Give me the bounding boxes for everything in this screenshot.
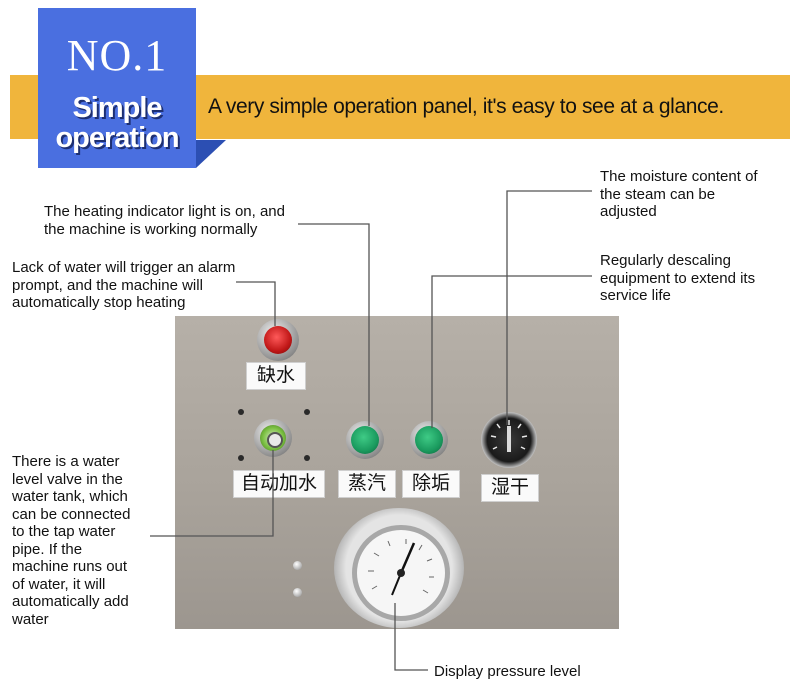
- descale-button-core: [415, 426, 443, 454]
- control-panel: 缺水 自动加水 蒸汽 除垢 湿干: [175, 316, 619, 629]
- label-wet-dry: 湿干: [481, 474, 539, 502]
- steam-button-core: [351, 426, 379, 454]
- screw: [238, 455, 244, 461]
- annotation-heating: The heating indicator light is on, and t…: [44, 203, 285, 238]
- screw: [304, 455, 310, 461]
- rivet: [293, 561, 302, 570]
- label-auto-fill: 自动加水: [233, 470, 325, 498]
- screw: [238, 409, 244, 415]
- annotation-moisture: The moisture content of the steam can be…: [600, 168, 758, 220]
- knob-dial-icon: [490, 420, 528, 452]
- badge-title-line2: operation: [55, 122, 179, 154]
- leader-line-water-alarm: [236, 281, 276, 326]
- badge-title-line1: Simple: [72, 92, 162, 124]
- leader-line-descaling: [431, 275, 592, 428]
- annotation-water-valve: There is a water level valve in the wate…: [12, 453, 131, 628]
- label-descale: 除垢: [402, 470, 460, 498]
- label-water-shortage: 缺水: [246, 362, 306, 390]
- number-badge: [38, 8, 196, 168]
- leader-line-moisture: [506, 190, 592, 425]
- label-steam: 蒸汽: [338, 470, 396, 498]
- annotation-descaling: Regularly descaling equipment to extend …: [600, 252, 756, 304]
- badge-number: NO.1: [66, 31, 168, 80]
- annotation-water-alarm: Lack of water will trigger an alarm prom…: [12, 259, 236, 311]
- leader-line-heating: [298, 223, 370, 426]
- gauge-needle-icon: [368, 539, 434, 596]
- red-lamp-icon: [264, 326, 292, 354]
- badge-fold: [196, 140, 226, 168]
- leader-line-water-valve: [150, 450, 274, 537]
- annotation-pressure: Display pressure level: [434, 663, 581, 680]
- screw: [304, 409, 310, 415]
- auto-fill-switch-center: [267, 432, 283, 448]
- rivet: [293, 588, 302, 597]
- banner-text: A very simple operation panel, it's easy…: [208, 95, 724, 118]
- leader-line-pressure: [394, 603, 428, 671]
- pressure-gauge: [352, 525, 450, 621]
